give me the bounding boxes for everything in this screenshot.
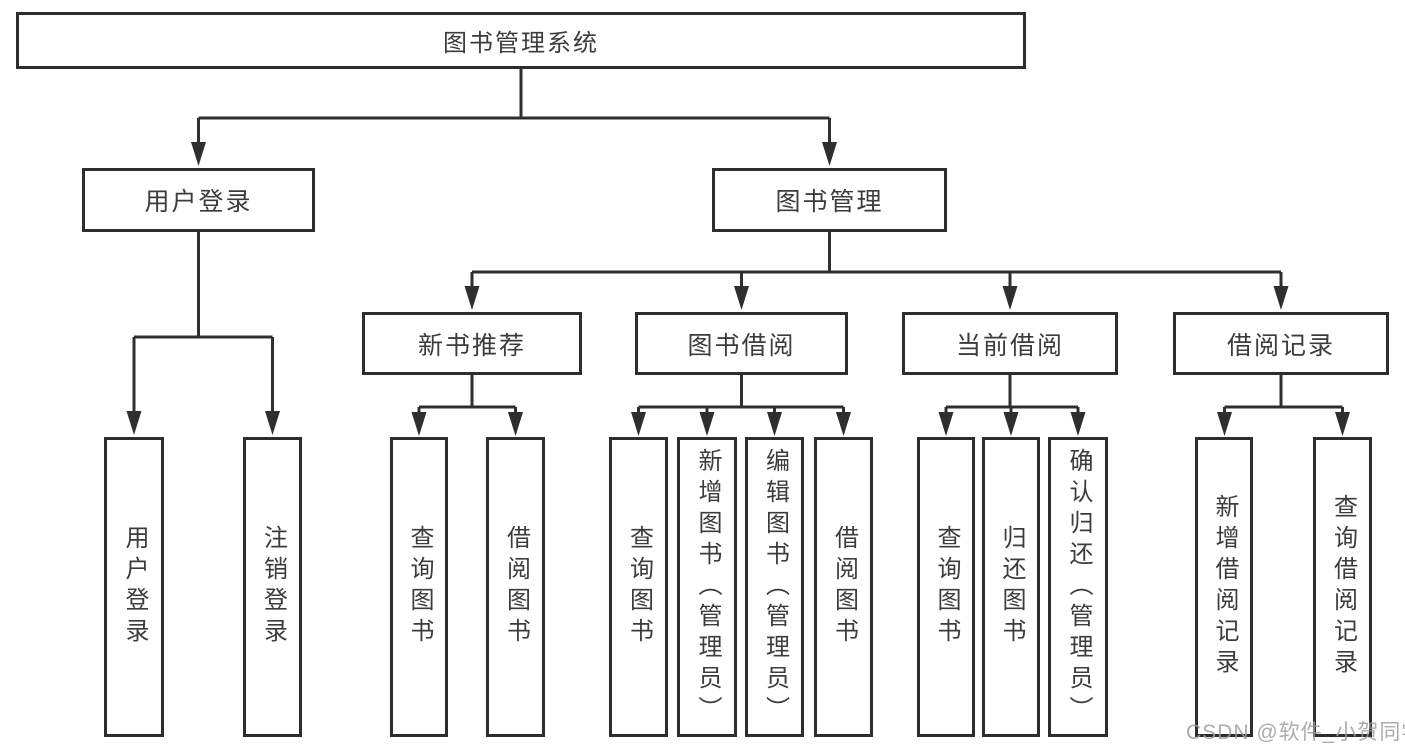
node-label: 图书借阅 bbox=[687, 331, 796, 360]
node-borrow-record: 借阅记录 bbox=[1173, 312, 1389, 375]
node-new-book-recommend: 新书推荐 bbox=[362, 312, 582, 375]
leaf-borrow-query-book: 查询图书 bbox=[609, 437, 668, 737]
leaf-current-query-book: 查询图书 bbox=[917, 437, 975, 737]
leaf-record-add-borrow-record: 新增借阅记录 bbox=[1195, 437, 1253, 737]
leaf-newbook-borrow-book: 借阅图书 bbox=[486, 437, 545, 737]
leaf-label: 查询借阅记录 bbox=[1329, 494, 1357, 680]
connector-book-management bbox=[464, 232, 1289, 310]
connector-new-book bbox=[411, 375, 523, 436]
connector-borrow-record bbox=[1217, 375, 1350, 436]
watermark: CSDN @软件_小贺同学 bbox=[1186, 721, 1405, 744]
leaf-label: 查询图书 bbox=[933, 525, 960, 649]
node-label: 图书管理系统 bbox=[443, 30, 599, 57]
leaf-current-confirm-return-admin: 确认归还（管理员） bbox=[1048, 437, 1108, 737]
leaf-label: 新增图书（管理员） bbox=[694, 447, 721, 727]
leaf-user-login: 用户登录 bbox=[104, 437, 164, 737]
connector-root bbox=[191, 69, 837, 166]
node-book-borrow: 图书借阅 bbox=[635, 312, 848, 375]
node-user-login: 用户登录 bbox=[82, 168, 315, 232]
node-label: 新书推荐 bbox=[417, 331, 526, 360]
leaf-logout: 注销登录 bbox=[243, 437, 302, 737]
node-label: 用户登录 bbox=[144, 188, 253, 216]
leaf-borrow-edit-book-admin: 编辑图书（管理员） bbox=[745, 437, 804, 737]
node-book-management: 图书管理 bbox=[712, 168, 947, 232]
leaf-borrow-add-book-admin: 新增图书（管理员） bbox=[677, 437, 737, 737]
leaf-label: 新增借阅记录 bbox=[1211, 494, 1238, 680]
connector-user-login bbox=[126, 232, 280, 435]
leaf-borrow-borrow-book: 借阅图书 bbox=[814, 437, 873, 737]
node-label: 图书管理 bbox=[775, 188, 884, 216]
node-label: 当前借阅 bbox=[955, 331, 1064, 360]
connector-book-borrow bbox=[631, 375, 851, 436]
connector-current-borrow bbox=[938, 375, 1086, 436]
leaf-label: 查询图书 bbox=[625, 525, 653, 649]
node-current-borrow: 当前借阅 bbox=[902, 312, 1118, 375]
leaf-current-return-book: 归还图书 bbox=[982, 437, 1040, 737]
leaf-record-query-borrow-record: 查询借阅记录 bbox=[1313, 437, 1372, 737]
leaf-label: 编辑图书（管理员） bbox=[761, 447, 789, 727]
leaf-label: 注销登录 bbox=[259, 525, 287, 649]
leaf-label: 借阅图书 bbox=[830, 525, 858, 649]
leaf-label: 借阅图书 bbox=[502, 525, 530, 649]
leaf-newbook-query-book: 查询图书 bbox=[390, 437, 448, 737]
leaf-label: 确认归还（管理员） bbox=[1065, 447, 1092, 727]
node-root-system: 图书管理系统 bbox=[16, 12, 1026, 69]
leaf-label: 用户登录 bbox=[121, 525, 148, 649]
leaf-label: 归还图书 bbox=[998, 525, 1025, 649]
node-label: 借阅记录 bbox=[1226, 331, 1335, 360]
leaf-label: 查询图书 bbox=[406, 525, 433, 649]
